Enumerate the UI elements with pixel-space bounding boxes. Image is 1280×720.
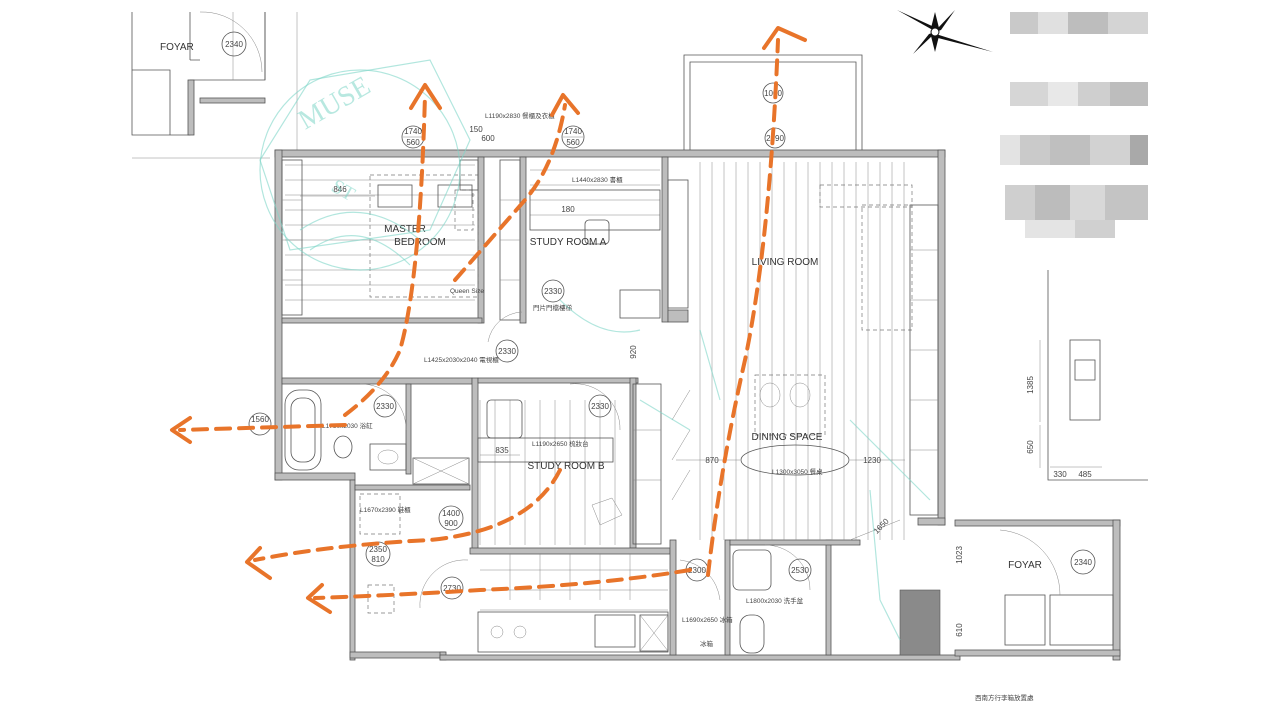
svg-text:2330: 2330 — [376, 402, 394, 411]
svg-text:650: 650 — [1026, 440, 1035, 454]
door-tag: 2340 — [225, 40, 243, 49]
evacuation-arrow-icon — [706, 38, 780, 577]
tag-bath: 2330 — [373, 394, 397, 418]
svg-text:1000: 1000 — [764, 89, 782, 98]
svg-text:Queen Size: Queen Size — [450, 288, 484, 295]
compass-rose-icon — [897, 10, 993, 54]
svg-text:920: 920 — [629, 345, 638, 359]
svg-text:2730: 2730 — [443, 584, 461, 593]
evacuation-arrow-icon — [453, 103, 567, 282]
svg-text:L1190x2650 梳妝台: L1190x2650 梳妝台 — [532, 439, 589, 448]
svg-text:1740: 1740 — [404, 127, 422, 136]
svg-text:900: 900 — [444, 519, 458, 528]
evacuation-arrow-icon — [253, 468, 562, 562]
svg-text:1740: 1740 — [564, 127, 582, 136]
svg-text:1230: 1230 — [863, 456, 881, 465]
room-label-study-b: STUDY ROOM B — [527, 461, 604, 472]
evacuation-arrows — [170, 26, 807, 614]
svg-text:2350: 2350 — [369, 545, 387, 554]
room-label-foyar-right: FOYAR — [1008, 560, 1042, 571]
svg-text:L1780x2030 浴缸: L1780x2030 浴缸 — [322, 421, 373, 430]
svg-text:L1190x2830 餐櫃及衣櫃: L1190x2830 餐櫃及衣櫃 — [485, 111, 555, 120]
evacuation-arrow-icon — [313, 568, 692, 600]
svg-text:L1440x2830 書櫃: L1440x2830 書櫃 — [572, 175, 623, 184]
svg-text:L1425x2030x2040 電視櫃: L1425x2030x2040 電視櫃 — [424, 355, 499, 364]
svg-text:2530: 2530 — [791, 566, 809, 575]
room-label-living: LIVING ROOM — [752, 257, 819, 268]
svg-text:600: 600 — [481, 134, 495, 143]
svg-text:L1800x2030 洗手盆: L1800x2030 洗手盆 — [746, 596, 804, 605]
room-label-dining: DINING SPACE — [752, 432, 823, 443]
svg-text:846: 846 — [333, 185, 347, 194]
svg-text:1400: 1400 — [442, 509, 460, 518]
furniture — [281, 159, 1148, 654]
svg-text:180: 180 — [561, 205, 575, 214]
outer-walls — [274, 149, 1121, 661]
inner-walls — [281, 156, 861, 656]
svg-text:2330: 2330 — [498, 347, 516, 356]
tag-study-a: 2330 — [541, 279, 565, 303]
tag-corridor: 2330 — [495, 339, 519, 363]
svg-text:2300: 2300 — [688, 566, 706, 575]
evacuation-arrow-icon — [178, 423, 347, 432]
svg-text:330: 330 — [1053, 470, 1067, 479]
room-label-study-a: STUDY ROOM A — [530, 237, 607, 248]
svg-text:610: 610 — [955, 623, 964, 637]
svg-text:560: 560 — [406, 138, 420, 147]
tag-left-small: 1560 — [248, 412, 272, 436]
svg-text:L1300x3050 餐桌: L1300x3050 餐桌 — [772, 467, 823, 476]
svg-text:西南方行李箱放置處: 西南方行李箱放置處 — [975, 693, 1034, 702]
window-tags: 1740 560 1740 560 — [401, 125, 585, 149]
svg-text:1385: 1385 — [1026, 376, 1035, 394]
svg-text:MUSE: MUSE — [293, 70, 376, 136]
balcony: 1000 2290 — [683, 54, 863, 150]
tag-wc: 2530 — [788, 558, 812, 582]
svg-text:1023: 1023 — [955, 546, 964, 564]
room-label-foyar-top: FOYAR — [160, 42, 194, 53]
evacuation-arrow-icon — [343, 93, 427, 417]
svg-text:2340: 2340 — [1074, 558, 1092, 567]
svg-text:485: 485 — [1078, 470, 1092, 479]
tag-kitchen-door: 2730 — [440, 576, 464, 600]
svg-text:150: 150 — [469, 125, 483, 134]
svg-text:L1670x2390 鞋櫃: L1670x2390 鞋櫃 — [360, 505, 411, 514]
dimensions: 846 150 600 180 920 835 870 1230 1650 10… — [300, 125, 1102, 637]
tag-foyar-right: 2340 — [1070, 549, 1096, 575]
svg-text:835: 835 — [495, 446, 509, 455]
svg-text:冰箱: 冰箱 — [700, 639, 714, 648]
pixelated-block — [1000, 12, 1148, 238]
svg-text:2330: 2330 — [544, 287, 562, 296]
room-label-master-2: BEDROOM — [394, 237, 446, 248]
neighbour-unit-top-left: 2340 FOYAR — [131, 11, 298, 159]
svg-text:1650: 1650 — [872, 516, 891, 535]
floor-hatch — [285, 162, 905, 611]
svg-text:L1690x2650 冰箱: L1690x2650 冰箱 — [682, 615, 733, 624]
tag-study-b: 2330 — [588, 394, 612, 418]
svg-text:560: 560 — [566, 138, 580, 147]
svg-text:2290: 2290 — [766, 134, 784, 143]
annotations: L1190x2830 餐櫃及衣櫃 L1440x2830 書櫃 L1425x203… — [322, 111, 1034, 702]
svg-text:810: 810 — [371, 555, 385, 564]
svg-text:門片門檔樓梯: 門片門檔樓梯 — [533, 303, 573, 312]
svg-text:2330: 2330 — [591, 402, 609, 411]
svg-text:1560: 1560 — [251, 415, 269, 424]
svg-text:870: 870 — [705, 456, 719, 465]
